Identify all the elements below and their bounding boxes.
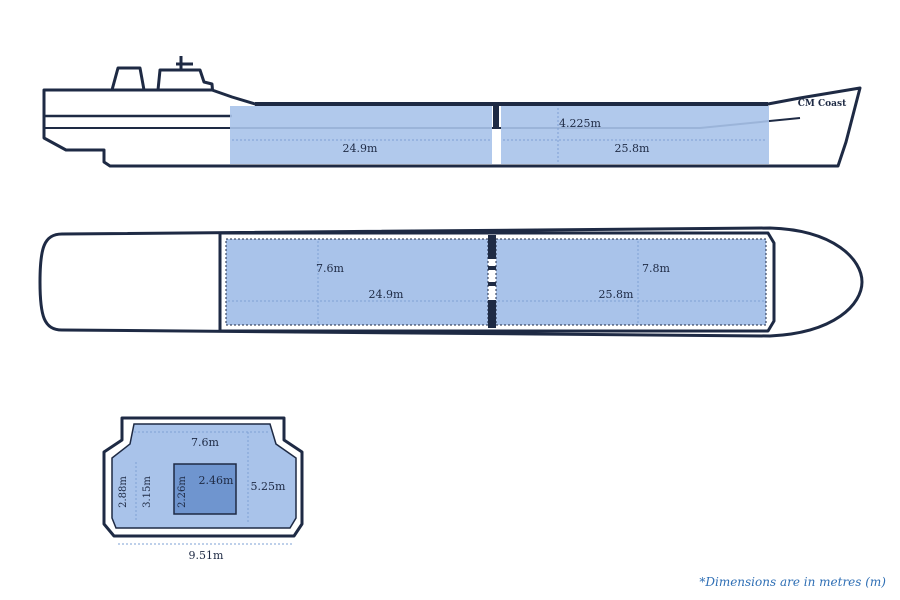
top-hold-1: [225, 238, 489, 326]
bridge-house-left: [110, 66, 146, 91]
top-bulkhead-mid2: [488, 282, 496, 286]
top-hold-1-length-label: 24.9m: [369, 288, 404, 301]
side-view: 4.225m 24.9m 25.8m CM Coast: [42, 56, 862, 168]
side-hold-2-length-label: 25.8m: [615, 142, 650, 155]
cross-section-box-width-label: 2.46m: [199, 474, 234, 487]
cross-section-top-width-label: 7.6m: [191, 436, 219, 449]
top-hold-2-width-label: 7.8m: [642, 262, 670, 275]
cross-section-full-height-label: 5.25m: [251, 480, 286, 493]
side-hold-2: [501, 106, 769, 164]
ship-name-label: CM Coast: [798, 99, 847, 109]
top-bulkhead-lower: [488, 300, 496, 328]
top-hold-2: [495, 238, 767, 326]
dimensions-footnote: *Dimensions are in metres (m): [699, 575, 886, 589]
superstructure: [110, 56, 215, 97]
cross-section-inner-height-label: 3.15m: [142, 476, 153, 508]
cross-section-dimension-lines: [118, 431, 292, 545]
cross-section-cargo-box: [173, 463, 237, 515]
top-bulkhead-upper: [488, 235, 496, 259]
cross-section-box-height-label: 2.26m: [177, 476, 188, 508]
side-bulkhead: [493, 103, 499, 129]
cross-section-left-side-height-label: 2.88m: [118, 476, 129, 508]
side-height-label: 4.225m: [559, 117, 601, 130]
side-hold-1: [230, 106, 492, 164]
top-hold-2-length-label: 25.8m: [599, 288, 634, 301]
cross-section-overall-width-label: 9.51m: [189, 549, 224, 562]
top-hold-1-width-label: 7.6m: [316, 262, 344, 275]
top-dimension-lines: [228, 241, 764, 323]
bridge-house-right: [156, 68, 215, 97]
side-hold-1-length-label: 24.9m: [343, 142, 378, 155]
top-bulkhead-mid: [488, 266, 496, 270]
side-dimension-lines: [232, 108, 766, 163]
top-view: 7.6m 7.8m 24.9m 25.8m: [38, 226, 864, 338]
cross-section: 7.6m 2.46m 5.25m 9.51m 2.88m 3.15m 2.26m: [102, 416, 304, 562]
